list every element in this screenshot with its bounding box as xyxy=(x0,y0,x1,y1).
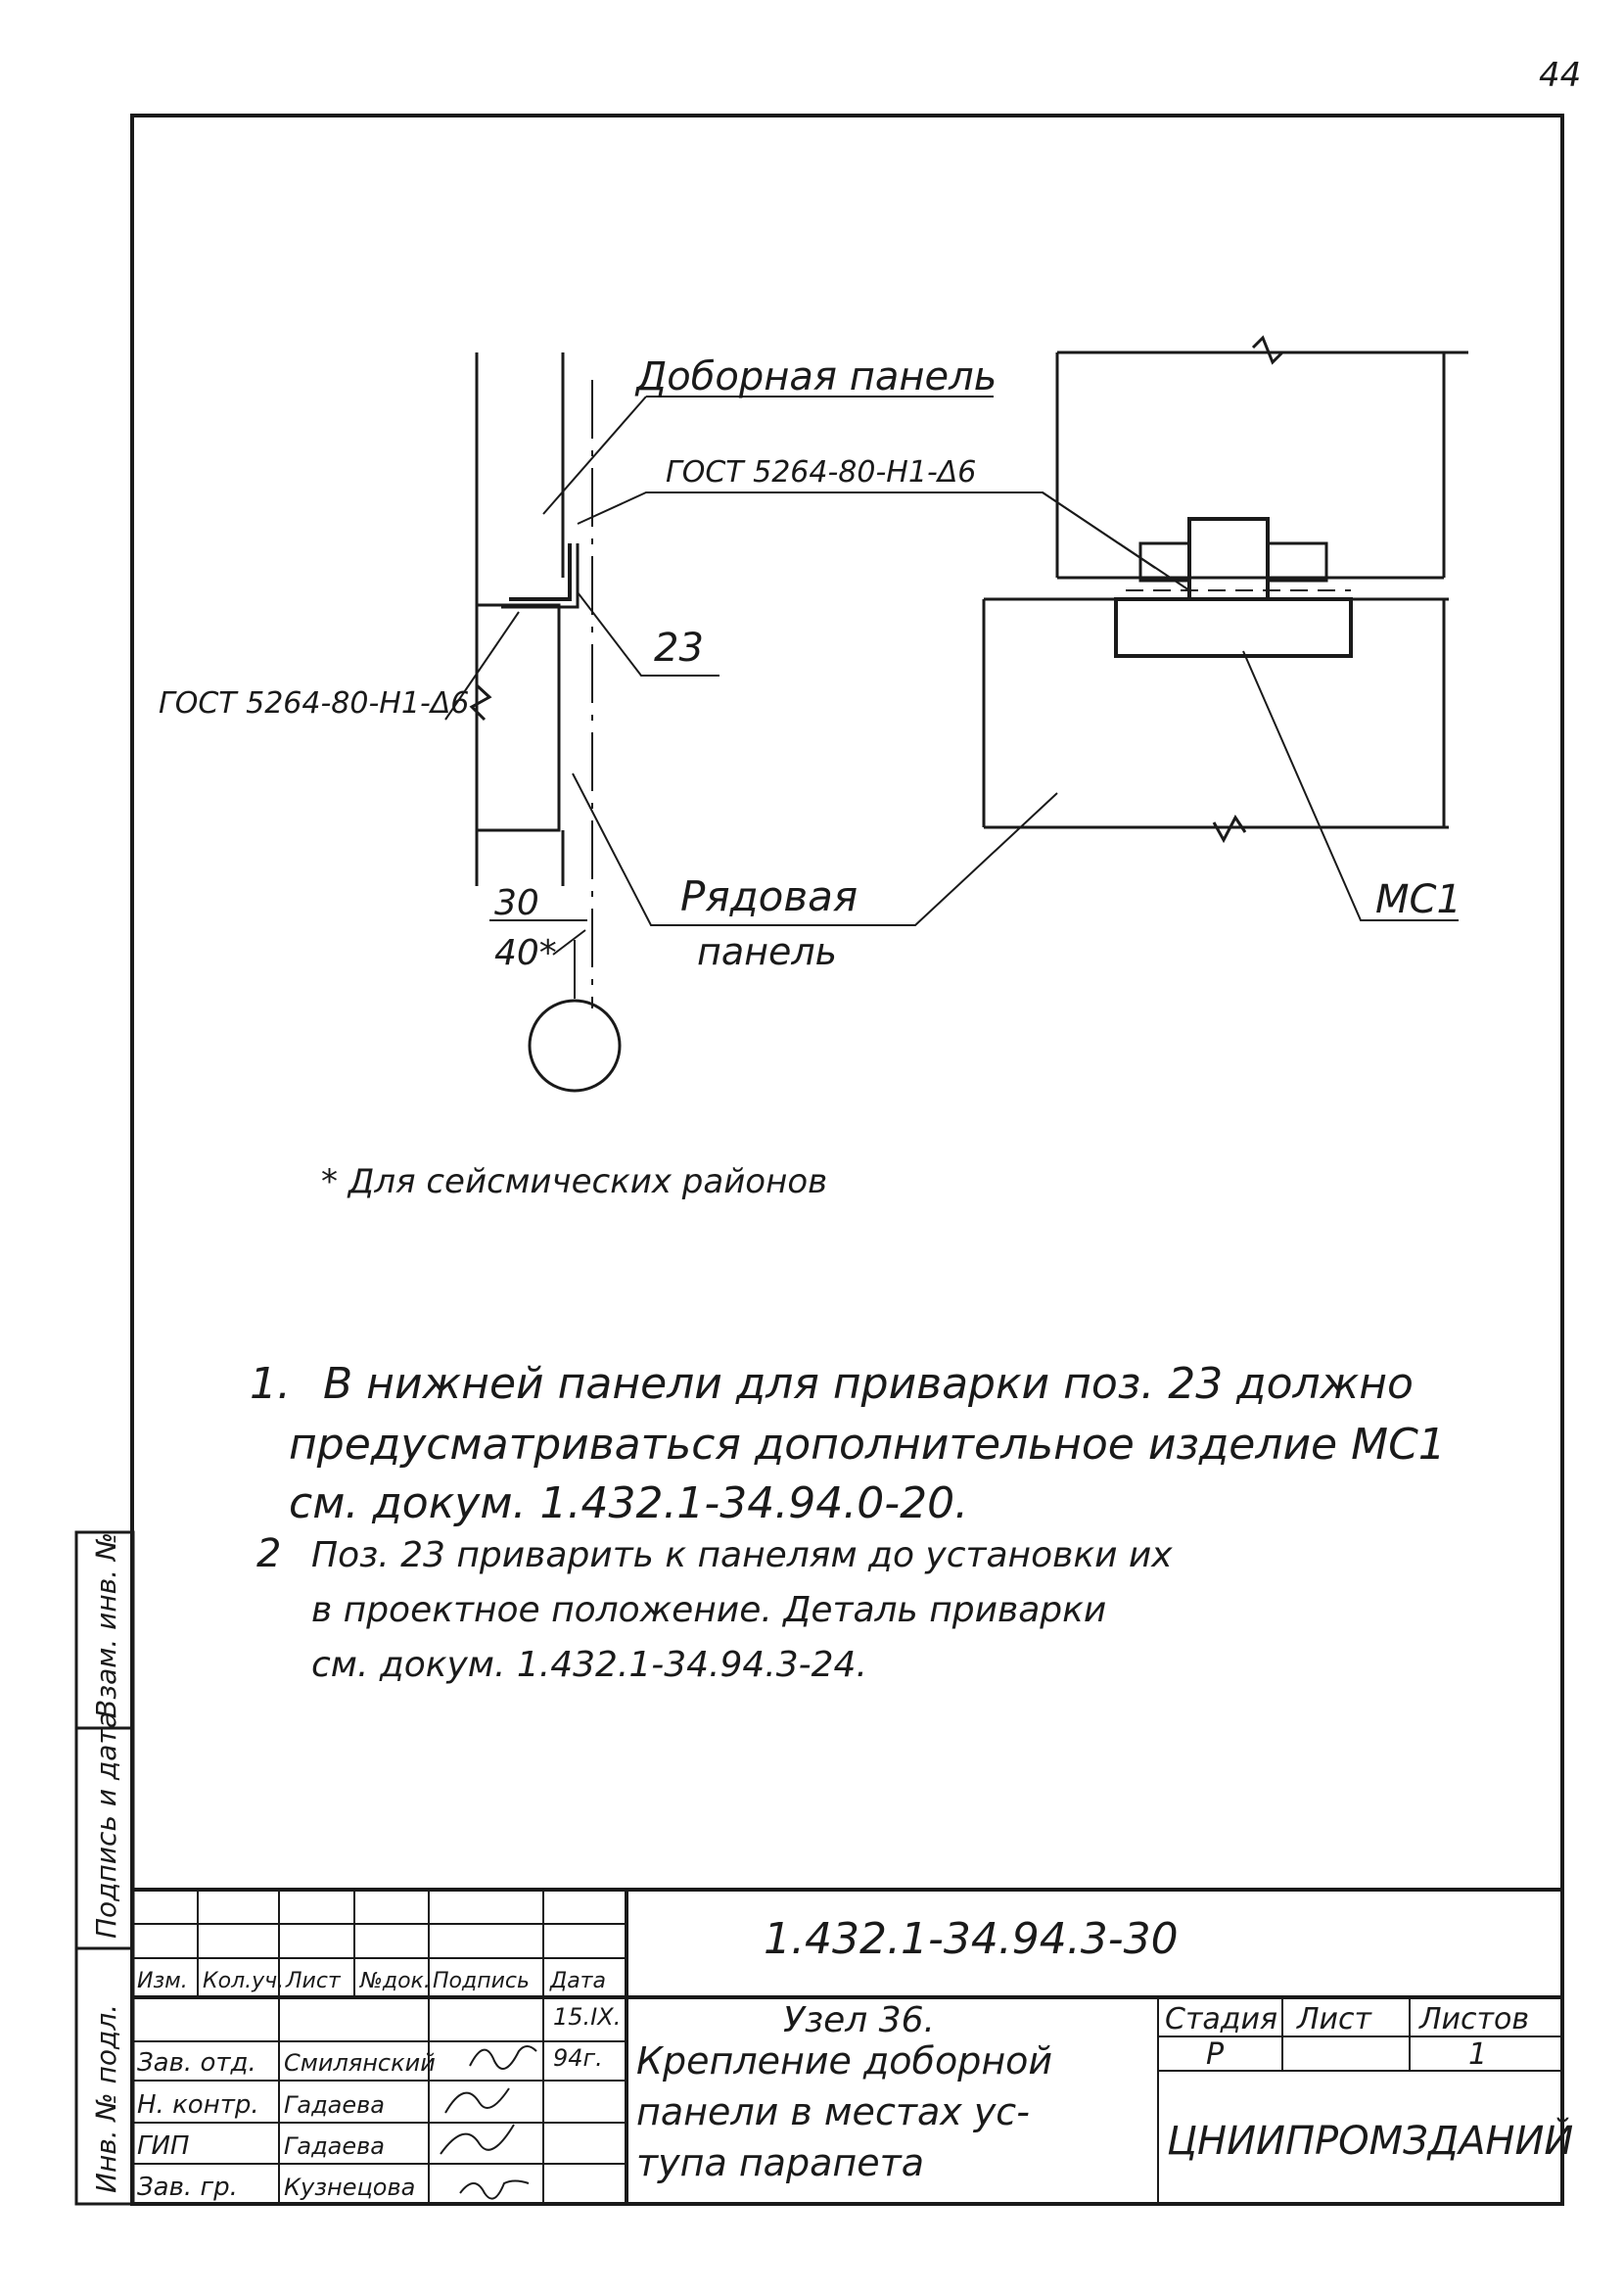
date-day: 15.IX. xyxy=(553,2003,621,2031)
organization: ЦНИИПРОМЗДАНИЙ xyxy=(1167,2117,1573,2164)
name-4: Кузнецова xyxy=(284,2174,415,2201)
role-zav-otd: Зав. отд. xyxy=(137,2048,256,2078)
left-panel-section xyxy=(469,352,593,1008)
signature-3 xyxy=(440,2124,515,2155)
side-stamp-inv: Инв. № подл. xyxy=(90,2004,122,2193)
sheet-frame xyxy=(130,114,1564,2206)
date-year: 94г. xyxy=(553,2044,603,2072)
axis-marker xyxy=(528,999,622,1093)
signature-2 xyxy=(444,2087,510,2114)
label-gost-left: ГОСТ 5264-80-Н1-Δ6 xyxy=(159,686,469,721)
plan-view xyxy=(982,335,1468,844)
notes-block: 1. В нижней панели для приварки поз. 23 … xyxy=(250,1359,1446,1685)
role-zav-gr: Зав. гр. xyxy=(137,2173,238,2202)
label-gost-top: ГОСТ 5264-80-Н1-Δ6 xyxy=(666,455,976,490)
signature-4 xyxy=(459,2179,530,2200)
title-line-4: тупа парапета xyxy=(636,2141,924,2184)
note-2-number: 2 xyxy=(256,1531,281,1576)
header-podpis: Подпись xyxy=(433,1969,530,1993)
role-gip: ГИП xyxy=(137,2131,190,2161)
side-stamp: Взам. инв. № Подпись и дата Инв. № подл. xyxy=(74,1530,135,2206)
role-n-kontr: Н. контр. xyxy=(137,2090,259,2120)
page-number: 44 xyxy=(1539,56,1581,95)
header-ndok: №док. xyxy=(359,1969,431,1993)
title-block: 1.432.1-34.94.3-30 Изм. Кол.уч. Лист №до… xyxy=(132,1888,1573,2204)
label-mc1: МС1 xyxy=(1375,877,1462,922)
sheet-value: 1 xyxy=(1468,2037,1487,2072)
side-stamp-vzam: Взам. инв. № xyxy=(90,1532,122,1718)
sheets-label: Листов xyxy=(1418,2002,1529,2036)
header-data: Дата xyxy=(549,1969,606,1993)
note-1-line-1: В нижней панели для приварки поз. 23 дол… xyxy=(323,1359,1414,1409)
label-position-23: 23 xyxy=(654,626,704,671)
dim-40-label: 40* xyxy=(494,933,557,973)
note-2-line-3: см. докум. 1.432.1-34.94.3-24. xyxy=(311,1645,867,1685)
note-1-number: 1. xyxy=(250,1359,291,1409)
stage-value: Р xyxy=(1206,2037,1225,2072)
dimension-marks: 30 40* xyxy=(489,883,587,973)
label-panel: панель xyxy=(697,930,837,973)
note-1-line-2: предусматриваться дополнительное изделие… xyxy=(289,1420,1446,1470)
note-2-line-1: Поз. 23 приварить к панелям до установки… xyxy=(311,1535,1173,1575)
name-2: Гадаева xyxy=(284,2091,385,2119)
title-line-3: панели в местах ус- xyxy=(636,2090,1030,2133)
stage-label: Стадия xyxy=(1165,2002,1277,2036)
label-dobornaya-panel: Доборная панель xyxy=(634,354,997,399)
signature-1 xyxy=(469,2045,537,2070)
note-1-line-3: см. докум. 1.432.1-34.94.0-20. xyxy=(289,1478,968,1528)
designation: 1.432.1-34.94.3-30 xyxy=(764,1914,1179,1964)
title-line-1: Узел 36. xyxy=(783,2000,935,2040)
header-izm: Изм. xyxy=(137,1969,188,1993)
note-2-line-2: в проектное положение. Деталь приварки xyxy=(311,1590,1106,1630)
title-line-2: Крепление доборной xyxy=(636,2039,1052,2082)
sheet-label: Лист xyxy=(1296,2002,1373,2036)
label-ryadovaya: Рядовая xyxy=(680,872,858,920)
side-stamp-podpis: Подпись и дата xyxy=(90,1711,122,1939)
seismic-footnote: * Для сейсмических районов xyxy=(321,1162,827,1201)
leader-lines xyxy=(444,396,1459,926)
name-1: Смилянский xyxy=(284,2049,436,2077)
name-3: Гадаева xyxy=(284,2132,385,2160)
dim-30-label: 30 xyxy=(494,883,539,923)
header-kol-uch: Кол.уч. xyxy=(203,1969,284,1993)
header-list: Лист xyxy=(285,1969,342,1993)
